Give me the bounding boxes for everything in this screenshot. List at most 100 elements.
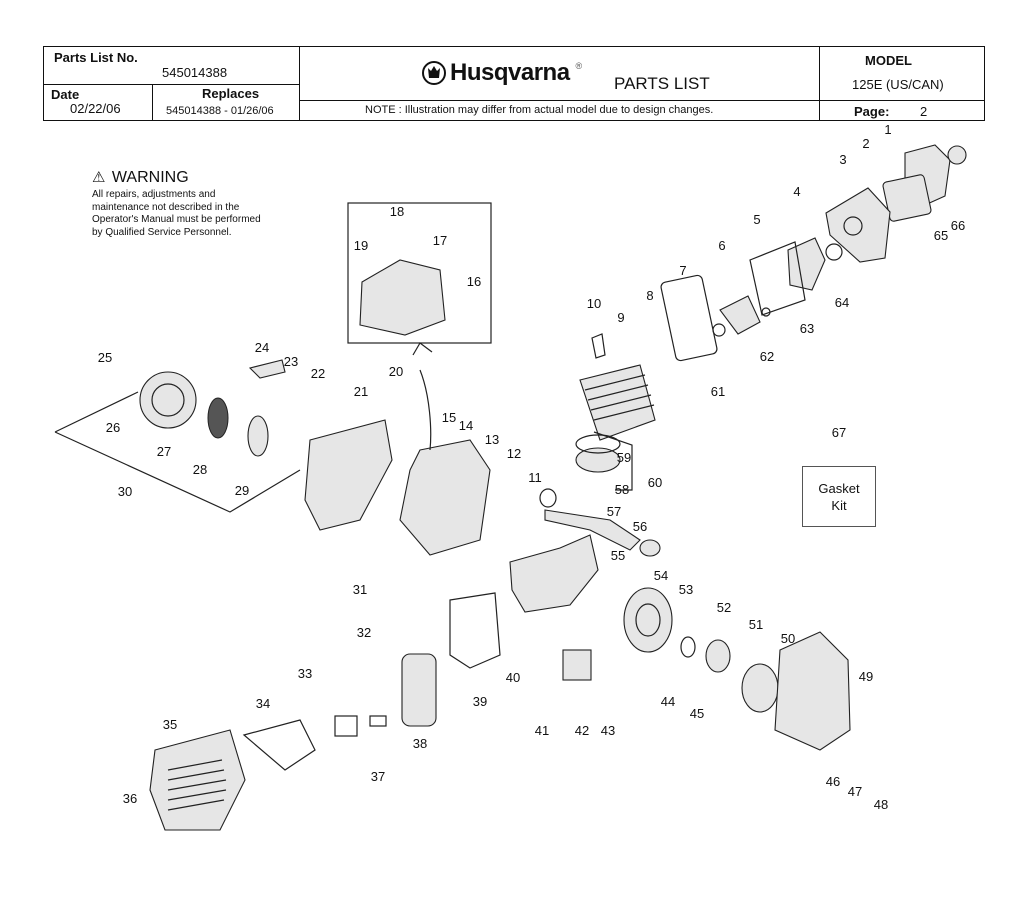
callout-59: 59 <box>617 450 631 465</box>
starter-handle-drawing <box>248 359 286 379</box>
callout-31: 31 <box>353 582 367 597</box>
air-filter-housing-drawing <box>825 187 891 263</box>
ignition-module-drawing <box>562 649 592 681</box>
callout-26: 26 <box>106 420 120 435</box>
callout-16: 16 <box>467 274 481 289</box>
heat-shield-drawing <box>749 241 806 316</box>
model-label: MODEL <box>865 53 912 68</box>
callout-22: 22 <box>311 366 325 381</box>
callout-36: 36 <box>123 791 137 806</box>
callout-44: 44 <box>661 694 675 709</box>
air-box-drawing <box>359 259 446 336</box>
callout-14: 14 <box>459 418 473 433</box>
parts-list-title: PARTS LIST <box>614 74 710 93</box>
carburetor-drawing <box>787 237 826 291</box>
page-label: Page: <box>854 104 890 119</box>
callout-35: 35 <box>163 717 177 732</box>
gasket-small-drawing <box>369 715 387 727</box>
engine-housing-drawing <box>304 419 393 531</box>
callout-3: 3 <box>839 152 846 167</box>
callout-8: 8 <box>646 288 653 303</box>
callout-34: 34 <box>256 696 270 711</box>
callout-42: 42 <box>575 723 589 738</box>
callout-43: 43 <box>601 723 615 738</box>
flywheel-drawing <box>623 587 673 653</box>
callout-19: 19 <box>354 238 368 253</box>
callout-52: 52 <box>717 600 731 615</box>
callout-2: 2 <box>862 136 869 151</box>
spark-plug-drawing <box>591 333 606 359</box>
callout-12: 12 <box>507 446 521 461</box>
fuel-tank-drawing <box>399 439 491 556</box>
gasket-plate-drawing <box>334 715 358 737</box>
callout-40: 40 <box>506 670 520 685</box>
piston-drawing <box>575 447 621 473</box>
callout-50: 50 <box>781 631 795 646</box>
callout-65: 65 <box>934 228 948 243</box>
callout-7: 7 <box>679 263 686 278</box>
clutch-drawing <box>705 639 731 673</box>
warning-block: ⚠ WARNING All repairs, adjustments and m… <box>92 168 262 239</box>
callout-23: 23 <box>284 354 298 369</box>
callout-17: 17 <box>433 233 447 248</box>
callout-60: 60 <box>648 475 662 490</box>
warning-icon: ⚠ <box>92 169 106 186</box>
parts-list-no-label: Parts List No. <box>54 50 138 65</box>
callout-67: 67 <box>832 425 846 440</box>
replaces-label: Replaces <box>202 86 260 101</box>
heat-shield-plate-drawing <box>449 592 501 669</box>
callout-20: 20 <box>389 364 403 379</box>
callout-10: 10 <box>587 296 601 311</box>
starter-housing-drawing <box>139 371 197 429</box>
header-table: Parts List No. 545014388 Date 02/22/06 R… <box>43 46 985 121</box>
arrow-20-drawing <box>419 369 432 451</box>
callout-33: 33 <box>298 666 312 681</box>
cylinder-cover-drawing <box>149 729 246 831</box>
callout-24: 24 <box>255 340 269 355</box>
warning-title: WARNING <box>111 169 189 186</box>
callout-48: 48 <box>874 797 888 812</box>
callout-56: 56 <box>633 519 647 534</box>
callout-45: 45 <box>690 706 704 721</box>
callout-49: 49 <box>859 669 873 684</box>
cylinder-drawing <box>579 364 656 441</box>
callout-54: 54 <box>654 568 668 583</box>
callout-25: 25 <box>98 350 112 365</box>
callout-51: 51 <box>749 617 763 632</box>
callout-27: 27 <box>157 444 171 459</box>
callout-55: 55 <box>611 548 625 563</box>
design-note: NOTE : Illustration may differ from actu… <box>365 104 714 116</box>
callout-5: 5 <box>753 212 760 227</box>
intake-adapter-drawing <box>719 295 761 335</box>
callout-63: 63 <box>800 321 814 336</box>
crankshaft-drawing <box>544 509 641 551</box>
brand-name: Husqvarna <box>450 59 570 86</box>
callout-61: 61 <box>711 384 725 399</box>
callout-29: 29 <box>235 483 249 498</box>
callout-6: 6 <box>718 238 725 253</box>
pulley-drawing <box>247 415 269 457</box>
date-value: 02/22/06 <box>70 101 121 116</box>
page-value: 2 <box>920 104 928 119</box>
fuel-tank-38-drawing <box>401 653 437 727</box>
recoil-spring-drawing <box>207 397 229 439</box>
callout-13: 13 <box>485 432 499 447</box>
callout-58: 58 <box>615 482 629 497</box>
callout-30: 30 <box>118 484 132 499</box>
callout-53: 53 <box>679 582 693 597</box>
warning-text: All repairs, adjustments and maintenance… <box>92 189 261 238</box>
callout-57: 57 <box>607 504 621 519</box>
clutch-housing-drawing <box>774 631 851 751</box>
callout-46: 46 <box>826 774 840 789</box>
parts-list-no-value: 545014388 <box>162 65 228 80</box>
part-drawings <box>54 144 967 831</box>
gasket-kit-box: Gasket Kit <box>802 466 876 527</box>
gasket-kit-label: Gasket Kit <box>818 480 860 513</box>
clutch-drum-drawing <box>741 663 779 713</box>
callout-64: 64 <box>835 295 849 310</box>
callout-37: 37 <box>371 769 385 784</box>
callout-39: 39 <box>473 694 487 709</box>
callout-21: 21 <box>354 384 368 399</box>
callout-62: 62 <box>760 349 774 364</box>
